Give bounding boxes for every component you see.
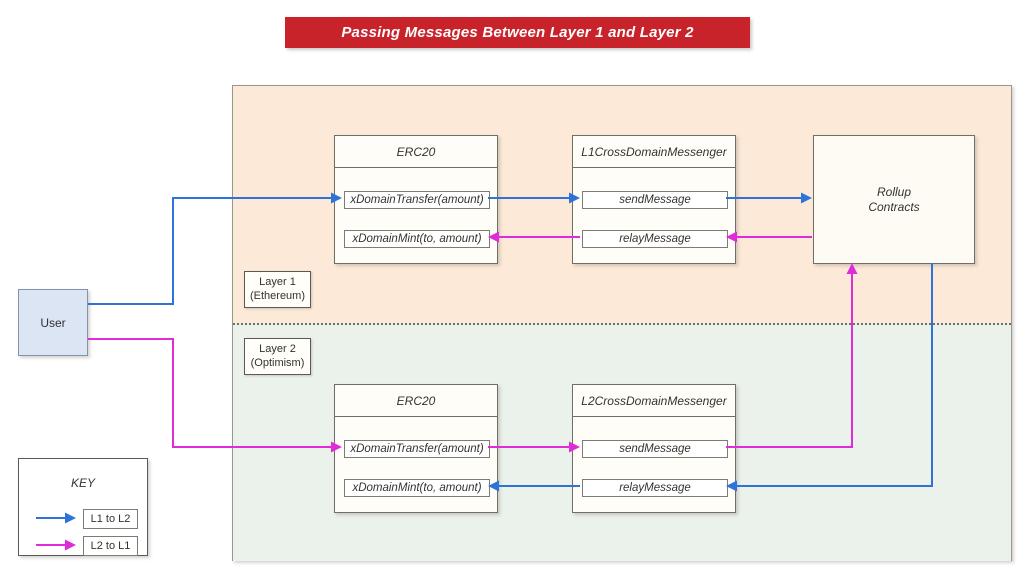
layer1-tag-line1: Layer 1	[259, 275, 296, 288]
user-box: User	[18, 289, 88, 356]
key-label-l2-to-l1: L2 to L1	[83, 536, 138, 556]
l2-messenger-method-sendmessage: sendMessage	[582, 440, 728, 458]
rollup-contracts-box: Rollup Contracts	[813, 135, 975, 264]
l1-messenger-method-sendmessage: sendMessage	[582, 191, 728, 209]
key-title: KEY	[70, 476, 95, 490]
user-label: User	[40, 315, 66, 330]
l1-erc20-method-xdomainmint: xDomainMint(to, amount)	[344, 230, 490, 248]
title-banner: Passing Messages Between Layer 1 and Lay…	[285, 17, 750, 48]
l2-erc20-method-xdomainmint: xDomainMint(to, amount)	[344, 479, 490, 497]
l2-erc20-method-xdomaintransfer: xDomainTransfer(amount)	[344, 440, 490, 458]
page-title: Passing Messages Between Layer 1 and Lay…	[341, 24, 694, 41]
layer1-tag: Layer 1 (Ethereum)	[244, 271, 311, 308]
rollup-label-line1: Rollup	[876, 184, 912, 199]
l2-messenger-method-relaymessage: relayMessage	[582, 479, 728, 497]
layer2-tag-line2: (Optimism)	[250, 356, 305, 369]
key-legend: KEY L1 to L2 L2 to L1	[18, 458, 148, 556]
l1-erc20-box: ERC20 xDomainTransfer(amount) xDomainMin…	[334, 135, 498, 264]
l1-erc20-title: ERC20	[335, 136, 497, 168]
layer1-tag-line2: (Ethereum)	[249, 289, 306, 302]
l1-crossdomainmessenger-box: L1CrossDomainMessenger sendMessage relay…	[572, 135, 736, 264]
rollup-label-line2: Contracts	[868, 199, 920, 214]
l2-crossdomainmessenger-box: L2CrossDomainMessenger sendMessage relay…	[572, 384, 736, 513]
layers-container: Layer 1 (Ethereum) Layer 2 (Optimism) ER…	[232, 85, 1012, 561]
key-label-l1-to-l2: L1 to L2	[83, 509, 138, 529]
l2-erc20-box: ERC20 xDomainTransfer(amount) xDomainMin…	[334, 384, 498, 513]
l2-erc20-title: ERC20	[335, 385, 497, 417]
l1-messenger-title: L1CrossDomainMessenger	[573, 136, 735, 168]
l1-messenger-method-relaymessage: relayMessage	[582, 230, 728, 248]
l2-messenger-title: L2CrossDomainMessenger	[573, 385, 735, 417]
layer2-tag-line1: Layer 2	[259, 342, 296, 355]
layer2-tag: Layer 2 (Optimism)	[244, 338, 311, 375]
l1-erc20-method-xdomaintransfer: xDomainTransfer(amount)	[344, 191, 490, 209]
